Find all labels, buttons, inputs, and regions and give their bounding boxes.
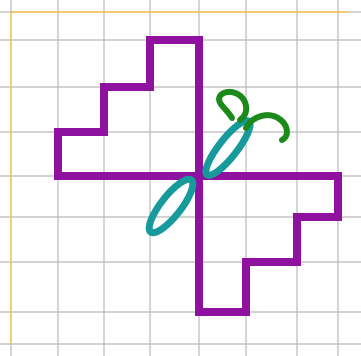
grid-canvas [0,0,361,356]
grid-drawing [0,0,361,356]
